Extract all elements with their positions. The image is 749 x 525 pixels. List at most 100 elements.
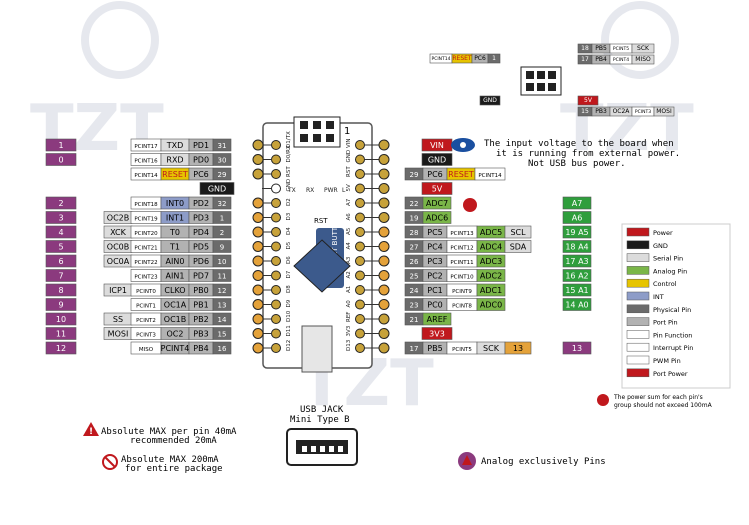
silk-label: D9	[286, 299, 292, 307]
arduino-pin-label: 5	[58, 243, 63, 252]
port-pin-label: PB5	[427, 344, 442, 353]
physical-pin-label-box	[212, 240, 232, 253]
power-pin-label-box	[479, 95, 501, 106]
port-pin-label: PB1	[193, 301, 208, 310]
physical-pin-label: 23	[410, 302, 419, 310]
port-power-dot	[252, 328, 264, 339]
pin-function-label: OC1B	[164, 315, 186, 324]
pin-function-label: AREF	[427, 315, 448, 324]
legend-label: Pin Function	[653, 331, 692, 339]
analog-arduino-label-box	[562, 225, 592, 239]
pin-function-label: ADC2	[480, 272, 502, 281]
icsp-pin	[313, 121, 321, 129]
alt-function-label: OC0A	[107, 257, 130, 266]
silk-label: D0/RX	[286, 145, 292, 162]
port-pin-label: PB5	[595, 45, 607, 52]
silk-label: D6	[286, 256, 292, 264]
header-pin	[355, 343, 365, 353]
header-pin	[271, 285, 281, 295]
physical-pin-label-box	[212, 138, 232, 152]
physical-pin-label: 26	[410, 258, 419, 266]
physical-pin-label: 31	[218, 142, 227, 150]
pcint-label: PCINT9	[452, 289, 472, 295]
microcontroller-chip	[293, 239, 351, 293]
physical-pin-label: 19	[410, 215, 419, 223]
physical-pin-label: 29	[218, 171, 227, 179]
svg-text:Not USB bus power.: Not USB bus power.	[528, 159, 626, 169]
port-power-dot	[252, 226, 264, 238]
header-pin	[271, 169, 281, 179]
physical-pin-label: 30	[218, 157, 227, 165]
analog-arduino-label-box	[562, 196, 592, 210]
legend-swatch	[626, 317, 650, 326]
icsp-number: 1	[344, 126, 350, 137]
pcint-label: MISO	[139, 347, 154, 353]
silk-led-label: L	[342, 187, 346, 194]
pin-function-label-box	[199, 182, 235, 195]
pin-function-label: PCINT4	[161, 344, 190, 353]
group-icon	[597, 394, 609, 406]
power-pin-label: 5V	[584, 97, 593, 104]
port-pin-label: PB4	[595, 56, 607, 63]
physical-pin-label: 27	[410, 244, 419, 252]
physical-pin-label-box	[212, 153, 232, 166]
usb-pin	[320, 446, 325, 452]
arduino-pin-label-box	[45, 196, 77, 210]
alt-function-label: OC2B	[107, 214, 129, 223]
physical-pin-label: 25	[410, 273, 419, 281]
header-pin	[355, 285, 365, 295]
pcint-label: PCINT5	[613, 46, 629, 52]
pin-function-label: SCK	[637, 45, 650, 52]
pin-function-label-box	[476, 269, 506, 282]
svg-text:it is running from external po: it is running from external power.	[496, 149, 680, 159]
alt-function-label: SS	[113, 315, 123, 324]
power-pin-label-box	[421, 327, 453, 340]
port-pin-label: PD6	[193, 257, 209, 266]
port-power-dot	[378, 212, 390, 223]
analog-arduino-label: 15 A1	[565, 286, 588, 295]
port-pin-label: PD5	[193, 243, 209, 252]
icsp-pin	[537, 83, 545, 91]
pin-function-label: OC2A	[613, 108, 631, 115]
svg-text:Mini Type B: Mini Type B	[290, 415, 350, 425]
header-pin	[271, 270, 281, 281]
header-pin	[355, 140, 365, 150]
arduino-pin-label: 9	[58, 301, 63, 310]
arduino-pin-label-box	[45, 240, 77, 253]
silk-led-label: PWR	[324, 187, 338, 194]
alt-function-label: ICP1	[109, 286, 127, 295]
port-pin-label: PD7	[193, 272, 209, 281]
header-pin	[355, 328, 365, 339]
physical-pin-label-box	[487, 53, 501, 64]
alt-function-label: OC0B	[107, 243, 129, 252]
pin-function-label: ADC6	[426, 214, 448, 223]
legend-swatch	[626, 291, 650, 301]
alt-function-label: XCK	[110, 228, 126, 237]
silk-label: 5V	[346, 184, 352, 191]
pcint-label: PCINT20	[134, 231, 158, 237]
physical-pin-label: 32	[218, 200, 227, 208]
svg-text:USB JACK: USB JACK	[300, 405, 344, 415]
port-power-dot	[378, 284, 390, 296]
port-pin-label: PC6	[427, 170, 443, 179]
icsp-pin	[526, 83, 534, 91]
alt-function-label-box	[504, 240, 532, 253]
pin-function-label: T1	[169, 243, 180, 252]
pcint-label: PCINT11	[450, 260, 473, 266]
header-pin	[355, 256, 365, 266]
rst-label-box	[312, 215, 332, 225]
pin-function-label: RESET	[162, 170, 188, 179]
arduino-pin-label: 12	[56, 344, 66, 353]
port-power-dot	[378, 342, 390, 354]
icsp-pin	[326, 134, 334, 142]
reset-button-label: RESET BUTTON	[331, 216, 339, 270]
physical-pin-label: 11	[218, 273, 227, 281]
svg-text:Absolute MAX per pin 40mA: Absolute MAX per pin 40mA	[101, 427, 237, 437]
pin-function-label-box	[476, 298, 506, 311]
pin-function-label: ADC0	[480, 301, 502, 310]
port-pin-label: PD4	[193, 228, 209, 237]
silk-label: REF	[346, 312, 352, 322]
arduino-pin-label: 8	[58, 286, 63, 295]
